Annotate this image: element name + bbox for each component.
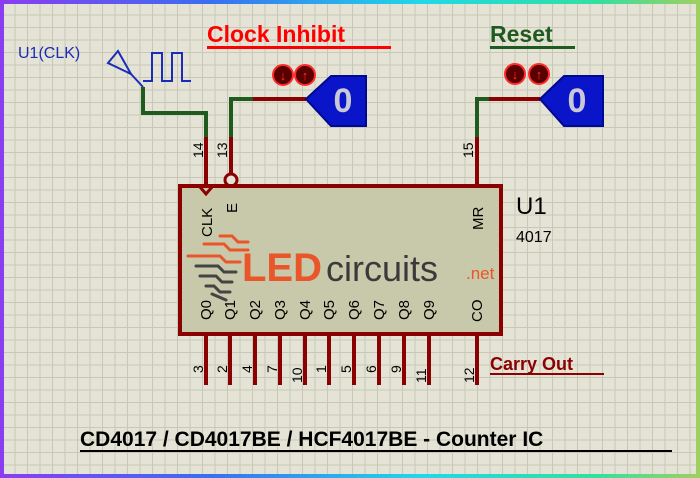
clock-edge-indicator — [198, 186, 214, 197]
pin-number-2: 2 — [214, 365, 230, 373]
arrow-down-icon: ↓ — [280, 68, 287, 83]
arrow-up-icon: ↑ — [536, 67, 543, 82]
ic-body[interactable] — [178, 184, 503, 336]
reset-logic-state[interactable]: 0 — [538, 75, 604, 127]
ledcircuits-logo: LED circuits .net — [186, 234, 495, 302]
reset-up-button[interactable]: ↑ — [528, 63, 550, 85]
reset-wire — [475, 97, 489, 137]
clock-inhibit-value: 0 — [334, 82, 353, 120]
logo-circuits-text: circuits — [326, 248, 438, 289]
logo-led-text: LED — [242, 246, 322, 290]
clock-source-label: U1(CLK) — [18, 45, 80, 62]
circuit-traces-icon — [186, 234, 250, 302]
carry-out-label: Carry Out — [490, 354, 573, 374]
reset-underline — [490, 46, 575, 49]
arrow-down-icon: ↓ — [512, 67, 519, 82]
reset-down-button[interactable]: ↓ — [504, 63, 526, 85]
pin-number-3: 3 — [190, 365, 206, 373]
pin-label-mr: MR — [470, 207, 487, 230]
pin-label-clk: CLK — [199, 208, 216, 237]
pin-label-q0: Q0 — [198, 300, 215, 320]
clock-inhibit-logic-state[interactable]: 0 — [304, 75, 367, 127]
pin-label-q4: Q4 — [297, 300, 314, 320]
pin-number-14: 14 — [190, 142, 206, 158]
inhibit-wire — [229, 97, 253, 137]
pin-label-q6: Q6 — [346, 300, 363, 320]
pin-number-11: 11 — [413, 368, 429, 383]
pin-label-e: E — [224, 203, 241, 213]
pin-number-1: 1 — [313, 365, 329, 373]
clock-inhibit-up-button[interactable]: ↑ — [294, 64, 316, 86]
clock-generator-icon — [106, 49, 191, 88]
ic-reference: U1 — [516, 193, 547, 220]
pin-number-10: 10 — [289, 367, 305, 383]
clock-inhibit-label: Clock Inhibit — [207, 21, 345, 47]
caption-underline — [80, 450, 672, 452]
reset-value: 0 — [568, 82, 587, 120]
pin-number-5: 5 — [338, 365, 354, 373]
reset-label: Reset — [490, 21, 553, 47]
clock-inhibit-underline — [207, 46, 391, 49]
pin-label-q8: Q8 — [396, 300, 413, 320]
pin-number-13: 13 — [214, 142, 230, 158]
ic-part-number: 4017 — [516, 229, 552, 246]
pin-number-12: 12 — [461, 367, 477, 383]
pin-number-7: 7 — [264, 365, 280, 373]
pin-label-q2: Q2 — [247, 300, 264, 320]
pin-number-9: 9 — [388, 365, 404, 373]
arrow-up-icon: ↑ — [302, 68, 309, 83]
carry-out-underline — [490, 373, 604, 375]
pin-label-q5: Q5 — [321, 300, 338, 320]
pin-label-co: CO — [469, 300, 486, 323]
pin-label-q3: Q3 — [272, 300, 289, 320]
pin-label-q7: Q7 — [371, 300, 388, 320]
clock-inhibit-down-button[interactable]: ↓ — [272, 64, 294, 86]
pin-label-q9: Q9 — [421, 300, 438, 320]
caption: CD4017 / CD4017BE / HCF4017BE - Counter … — [80, 428, 543, 451]
pin-number-6: 6 — [363, 365, 379, 373]
logo-tld-text: .net — [466, 264, 495, 283]
pin-number-4: 4 — [239, 365, 255, 373]
pin-label-q1: Q1 — [222, 300, 239, 320]
clk-wire — [141, 87, 208, 137]
pin-number-15: 15 — [460, 142, 476, 158]
